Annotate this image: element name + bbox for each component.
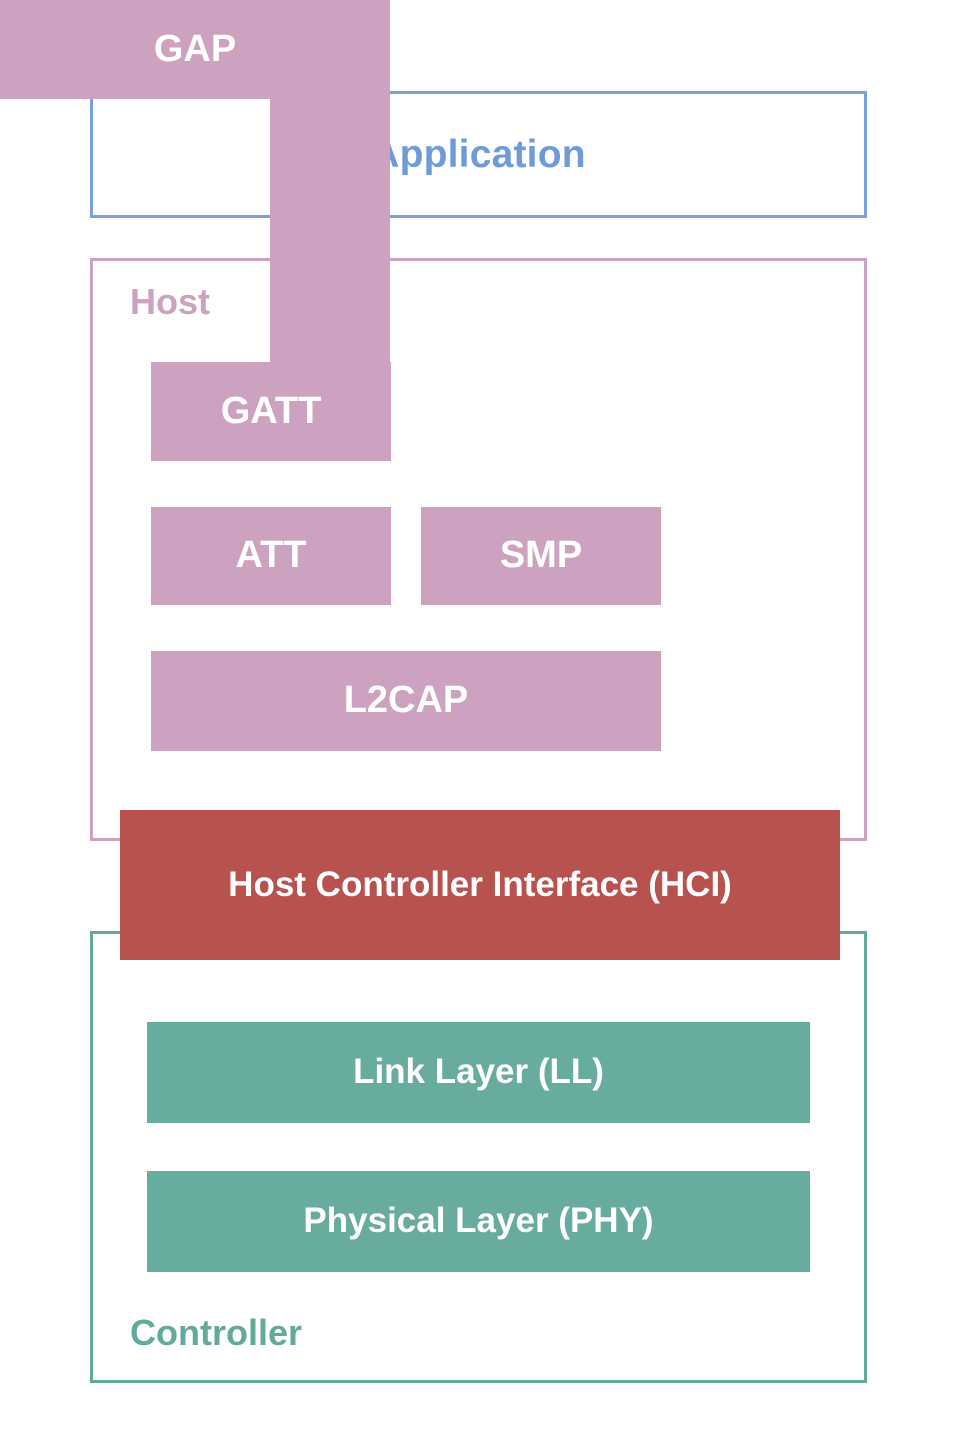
controller-block-physical-layer: Physical Layer (PHY) — [147, 1171, 810, 1272]
host-block-gap-label: GAP — [153, 28, 237, 70]
host-layer-title: Host — [130, 281, 210, 322]
host-block-gap: GAP — [0, 0, 390, 389]
controller-block-link-layer-label: Link Layer (LL) — [353, 1052, 604, 1092]
host-controller-interface-label: Host Controller Interface (HCI) — [228, 864, 732, 904]
host-block-att-label: ATT — [235, 534, 307, 577]
host-block-gatt-label: GATT — [220, 389, 322, 432]
host-block-l2cap: L2CAP — [151, 651, 661, 751]
host-block-att: ATT — [151, 507, 391, 605]
application-layer-label: Application — [371, 132, 586, 176]
controller-layer-box — [90, 931, 867, 1383]
controller-block-link-layer: Link Layer (LL) — [147, 1022, 810, 1123]
controller-layer-title: Controller — [130, 1312, 303, 1353]
host-block-l2cap-label: L2CAP — [343, 679, 469, 722]
host-block-smp-label: SMP — [499, 534, 583, 577]
controller-block-physical-layer-label: Physical Layer (PHY) — [303, 1201, 654, 1241]
application-layer-box: Application — [90, 91, 867, 218]
host-block-smp: SMP — [421, 507, 661, 605]
host-controller-interface-bar: Host Controller Interface (HCI) — [120, 810, 840, 960]
gap-right-arm — [270, 0, 390, 389]
